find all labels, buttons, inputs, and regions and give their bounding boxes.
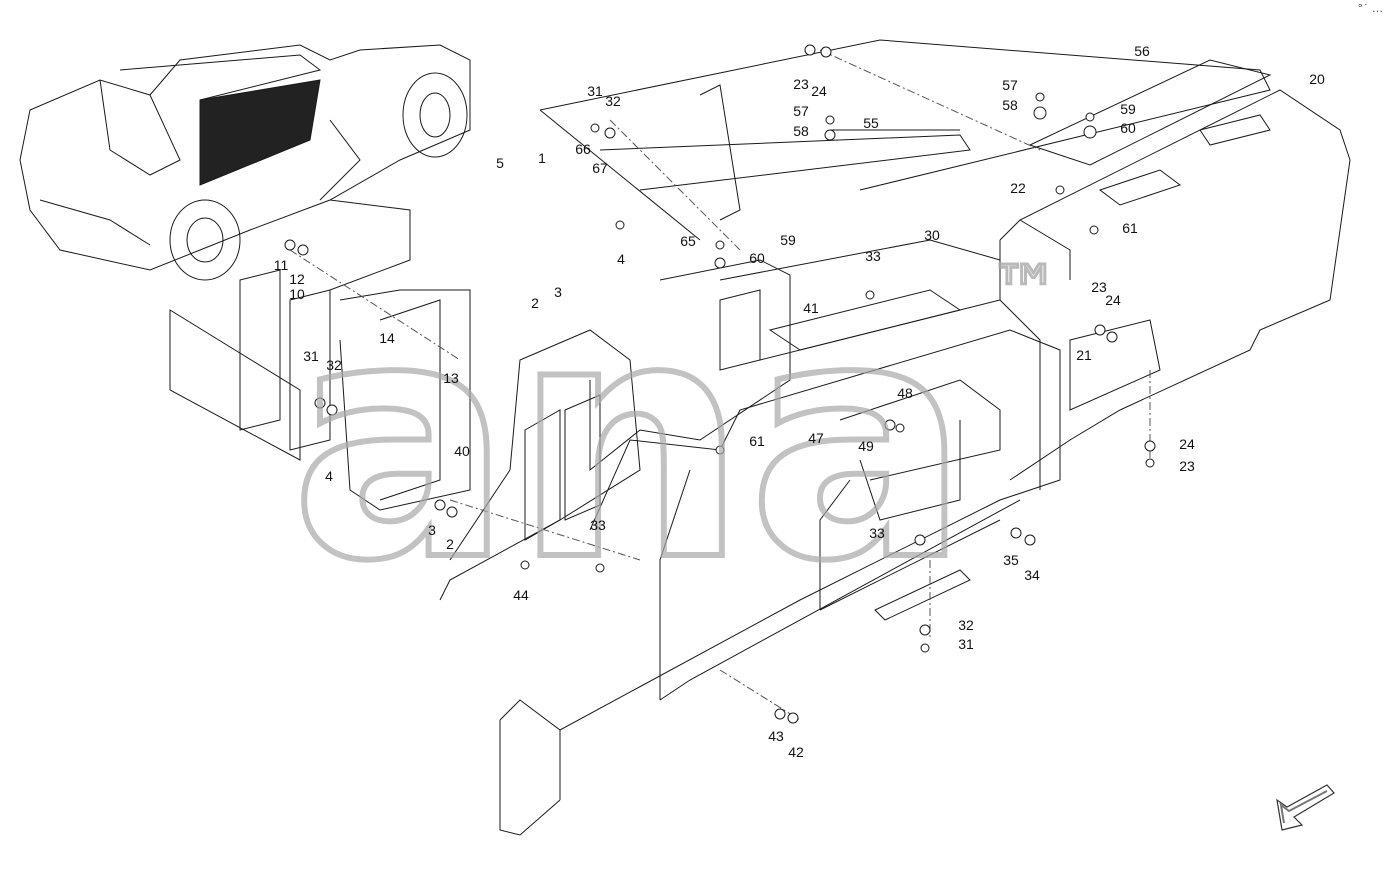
callout-label: 55 — [863, 115, 879, 131]
callout-label: 23 — [793, 76, 809, 92]
callout-label: 14 — [379, 330, 395, 346]
callout-label: 32 — [326, 357, 342, 373]
callout-label: 48 — [897, 385, 913, 401]
callout-label: 59 — [1120, 101, 1136, 117]
callout-label: 32 — [605, 93, 621, 109]
callout-label: 58 — [1002, 97, 1018, 113]
callout-label: 35 — [1003, 552, 1019, 568]
callout-label: 40 — [454, 443, 470, 459]
callout-label: 66 — [575, 141, 591, 157]
svg-text:™: ™ — [990, 250, 1060, 332]
side-cover-panel — [499, 329, 1061, 836]
callout-label: 23 — [1091, 279, 1107, 295]
callout-label: 24 — [811, 83, 827, 99]
right-housing — [999, 89, 1351, 490]
top-plate — [1028, 59, 1272, 166]
callout-label: 42 — [788, 744, 804, 760]
callout-label: 22 — [1010, 180, 1026, 196]
callout-label: 43 — [768, 728, 784, 744]
callout-label: 61 — [1122, 220, 1138, 236]
fasteners — [284, 44, 1156, 724]
callout-label: 21 — [1076, 347, 1092, 363]
callout-label: 31 — [587, 83, 603, 99]
callout-label: 33 — [590, 517, 606, 533]
callout-label: 1 — [538, 150, 546, 166]
callout-label: 57 — [793, 103, 809, 119]
callout-label: 30 — [924, 227, 940, 243]
callout-label: 33 — [869, 525, 885, 541]
callout-label: 58 — [793, 123, 809, 139]
lower-bracket — [874, 569, 971, 621]
callout-label: 24 — [1179, 436, 1195, 452]
callout-label: 60 — [1120, 120, 1136, 136]
callout-labels: 1223344510111213142021222323232424243031… — [274, 43, 1325, 760]
callout-label: 2 — [531, 295, 539, 311]
left-frame — [169, 199, 471, 511]
callout-label: 47 — [808, 430, 824, 446]
expand-dots-icon[interactable]: °˙ … — [1357, 2, 1384, 15]
callout-label: 4 — [325, 468, 333, 484]
callout-label: 60 — [749, 250, 765, 266]
callout-label: 49 — [858, 438, 874, 454]
callout-label: 67 — [592, 160, 608, 176]
callout-label: 4 — [617, 251, 625, 267]
callout-label: 44 — [513, 587, 529, 603]
watermark: ana ™ — [287, 246, 1062, 636]
callout-label: 2 — [446, 536, 454, 552]
machine-thumbnail — [19, 44, 471, 281]
callout-label: 41 — [803, 300, 819, 316]
callout-label: 3 — [554, 284, 562, 300]
grille-panel-40 — [439, 329, 641, 601]
callout-label: 3 — [428, 522, 436, 538]
callout-label: 5 — [496, 155, 504, 171]
callout-label: 10 — [289, 286, 305, 302]
callout-label: 32 — [958, 617, 974, 633]
north-direction-arrow-icon[interactable] — [1276, 784, 1335, 831]
callout-label: 34 — [1024, 567, 1040, 583]
frame-beam-upper — [539, 39, 1271, 241]
callout-label: 31 — [303, 348, 319, 364]
callout-label: 31 — [958, 636, 974, 652]
callout-label: 13 — [443, 370, 459, 386]
callout-label: 12 — [289, 271, 305, 287]
callout-label: 61 — [749, 433, 765, 449]
frame-panel-30 — [719, 239, 1001, 521]
callout-label: 33 — [865, 248, 881, 264]
callout-label: 20 — [1309, 71, 1325, 87]
callout-label: 57 — [1002, 77, 1018, 93]
callout-label: 23 — [1179, 458, 1195, 474]
svg-text:ana: ana — [290, 249, 970, 633]
callout-label: 56 — [1134, 43, 1150, 59]
callout-label: 24 — [1105, 292, 1121, 308]
assembly-lines — [289, 49, 1151, 721]
callout-label: 11 — [274, 257, 289, 273]
callout-label: 65 — [680, 233, 696, 249]
callout-label: 59 — [780, 232, 796, 248]
